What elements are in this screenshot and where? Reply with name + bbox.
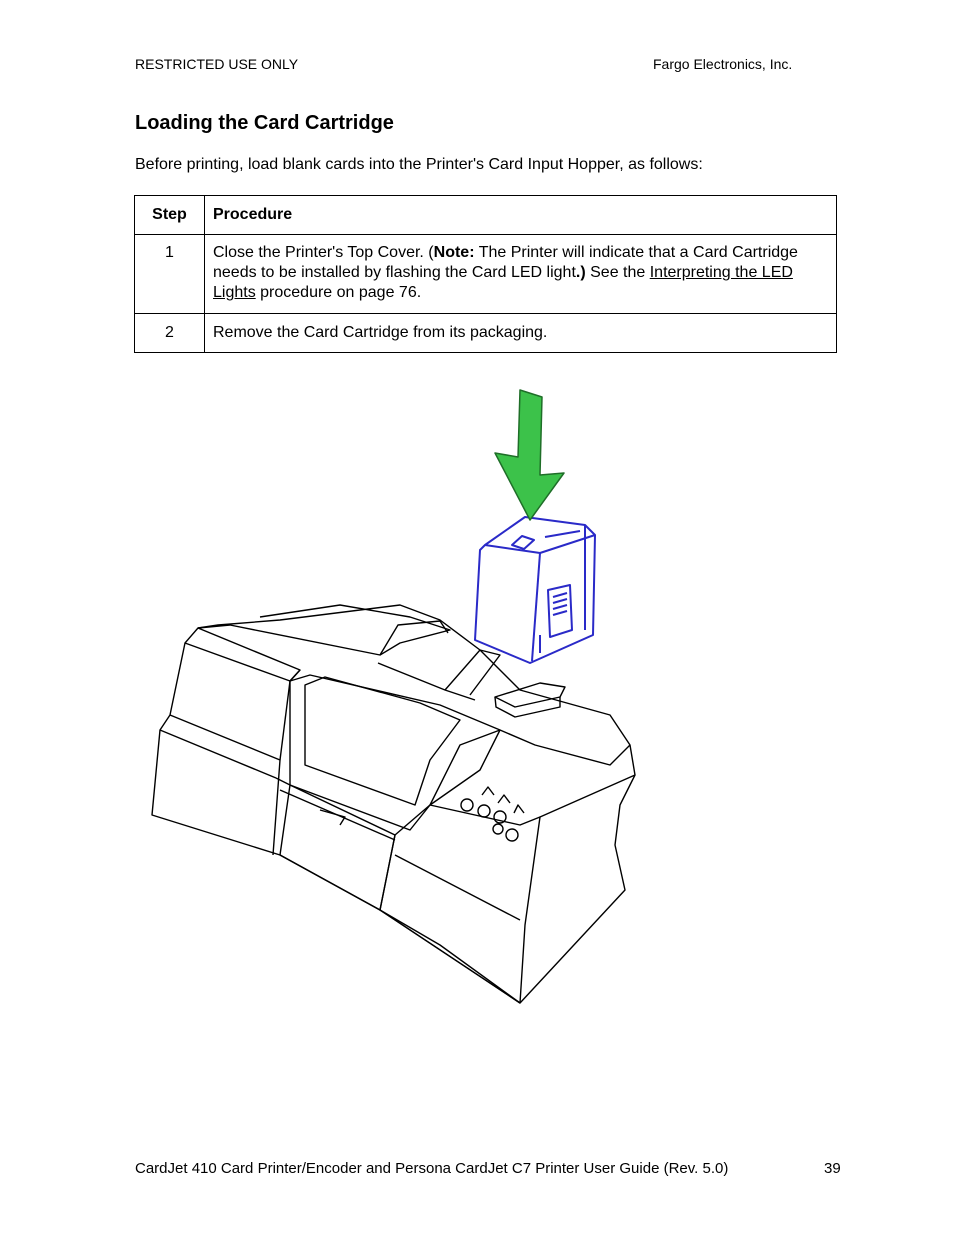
led-button: [477, 804, 491, 818]
intro-text: Before printing, load blank cards into t…: [135, 156, 703, 173]
table-row: 2 Remove the Card Cartridge from its pac…: [134, 313, 837, 353]
table-header-row: Step Procedure: [134, 195, 837, 235]
card-cartridge: [474, 516, 596, 664]
printer-illustration: [151, 389, 636, 1004]
printer-body: [151, 604, 636, 1004]
insert-arrow-icon: [494, 389, 565, 521]
page-number: 39: [824, 1160, 841, 1177]
step-number: 1: [134, 234, 205, 314]
led-button: [460, 798, 474, 812]
step-text-part: procedure on page 76.: [255, 284, 422, 301]
led-lights-link[interactable]: Interpreting the LED Lights: [213, 264, 793, 301]
header-restricted: RESTRICTED USE ONLY: [135, 56, 299, 72]
header-company: Fargo Electronics, Inc.: [653, 56, 793, 72]
printer-figure: [140, 385, 660, 1020]
section-title: Loading the Card Cartridge: [135, 112, 394, 134]
footer-guide-title: CardJet 410 Card Printer/Encoder and Per…: [135, 1160, 729, 1177]
step-text-part: See the: [585, 264, 650, 281]
step-number: 2: [134, 313, 205, 353]
col-header-step: Step: [134, 195, 205, 235]
step-text-part: Close the Printer's Top Cover. (: [213, 244, 434, 261]
procedure-table: Step Procedure 1 Close the Printer's Top…: [134, 195, 837, 353]
note-close: .): [575, 264, 586, 281]
led-button: [505, 828, 519, 842]
step-text: Close the Printer's Top Cover. (Note: Th…: [204, 234, 837, 314]
step-text: Remove the Card Cartridge from its packa…: [204, 313, 837, 353]
note-label: Note:: [433, 244, 475, 261]
led-button: [493, 810, 507, 824]
led-button: [492, 823, 504, 835]
table-row: 1 Close the Printer's Top Cover. (Note: …: [134, 234, 837, 314]
col-header-procedure: Procedure: [204, 195, 837, 235]
step-text-part: The Printer will indicate that a Card Ca…: [213, 244, 798, 281]
